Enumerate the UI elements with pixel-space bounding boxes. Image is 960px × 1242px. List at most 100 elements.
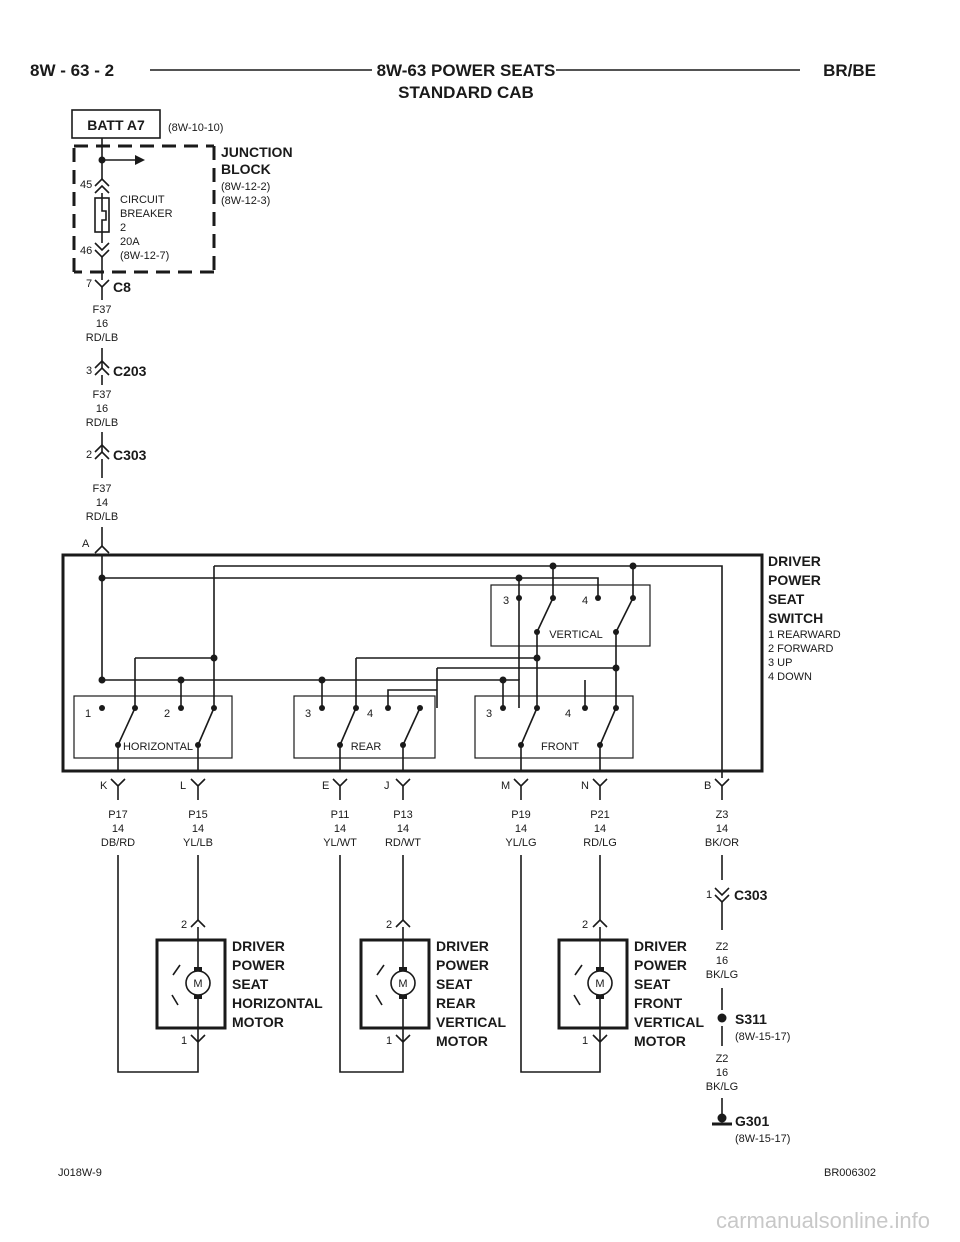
motor3-top-connector-icon — [592, 918, 608, 940]
pin-b-color: BK/OR — [705, 837, 739, 849]
batt-a7-ref: (8W-10-10) — [168, 122, 223, 134]
bus-dot — [210, 654, 218, 662]
motor2-symbol-icon — [390, 970, 416, 996]
page-title: 8W-63 POWER SEATS — [377, 61, 556, 80]
motor1-title-5: MOTOR — [232, 1014, 284, 1030]
pin-j-circuit: P13 — [393, 809, 413, 821]
output-pin-b: B Z3 14 BK/OR — [704, 778, 739, 849]
page-subtitle: STANDARD CAB — [398, 83, 534, 102]
wire-p11 — [339, 855, 404, 1073]
pin-46-connector-icon — [94, 242, 110, 259]
motor3-title-4: FRONT — [634, 995, 683, 1011]
motor2-rotation-arrow-icon — [375, 964, 385, 1006]
switch-legend-1: 1 REARWARD — [768, 629, 841, 641]
bus-b-wire — [214, 565, 723, 778]
contact-dot — [99, 705, 105, 711]
c8-connector-icon — [94, 279, 110, 289]
front-num-3: 3 — [486, 708, 492, 720]
pin-k-circuit: P17 — [108, 809, 128, 821]
ground-w2-circuit: Z2 — [716, 1053, 729, 1065]
wire3-color: RD/LB — [86, 511, 118, 523]
pin-j-color: RD/WT — [385, 837, 421, 849]
bus-dot — [318, 676, 326, 684]
bus-dot — [177, 676, 185, 684]
pin-a-connector-icon — [94, 544, 110, 554]
pin-b-connector-icon — [714, 778, 730, 800]
wire3-gauge: 14 — [96, 497, 108, 509]
motor2-title-6: MOTOR — [436, 1033, 488, 1049]
ground-w1-color: BK/LG — [706, 969, 738, 981]
horizontal-motor: 2 M 1 DRIVER POWER SEAT HORIZONTAL MOTOR — [155, 918, 323, 1047]
rear-num-3: 3 — [305, 708, 311, 720]
bus-dot — [515, 574, 523, 582]
c203-connector-icon — [94, 359, 110, 376]
contact-dot — [534, 629, 540, 635]
motor3-title-2: POWER — [634, 957, 687, 973]
junction-block-outline — [72, 144, 216, 274]
motor2-top-connector-icon — [395, 918, 411, 940]
motor3-title-5: VERTICAL — [634, 1014, 704, 1030]
contact-dot — [595, 595, 601, 601]
footer-right-code: BR006302 — [824, 1167, 876, 1179]
pin-k-gauge: 14 — [112, 823, 124, 835]
motor1-title-3: SEAT — [232, 976, 269, 992]
bus-dot — [98, 574, 106, 582]
pin-l-label: L — [180, 780, 186, 792]
model-code: BR/BE — [823, 61, 876, 80]
c303-pin: 2 — [86, 449, 92, 461]
ground-w1-gauge: 16 — [716, 955, 728, 967]
c8-pin: 7 — [86, 278, 92, 290]
motor3-title-3: SEAT — [634, 976, 671, 992]
motor3-title-1: DRIVER — [634, 938, 687, 954]
contact-dot — [516, 595, 522, 601]
ground-w2-color: BK/LG — [706, 1081, 738, 1093]
driver-power-seat-switch — [61, 553, 764, 773]
pin-b-label: B — [704, 780, 711, 792]
front-vertical-motor: 2 M 1 DRIVER POWER SEAT FRONT VERTICAL M… — [557, 918, 704, 1049]
pin-b-gauge: 14 — [716, 823, 728, 835]
vertical-num-4: 4 — [582, 595, 588, 607]
motor2-title-5: VERTICAL — [436, 1014, 506, 1030]
ground-w1-circuit: Z2 — [716, 941, 729, 953]
motor1-pin-bottom: 1 — [181, 1035, 187, 1047]
pin-b-circuit: Z3 — [716, 809, 729, 821]
front-num-4: 4 — [565, 708, 571, 720]
motor3-pin-bottom: 1 — [582, 1035, 588, 1047]
motor1-rotation-arrow-icon — [171, 964, 181, 1006]
vertical-contact-arm — [615, 597, 634, 633]
pin-m-label: M — [501, 780, 510, 792]
switch-title-2: POWER — [768, 572, 821, 588]
motor2-symbol: M — [398, 978, 407, 990]
vertical-contact-arm — [536, 597, 554, 633]
pin-j-gauge: 14 — [397, 823, 409, 835]
motor1-title-1: DRIVER — [232, 938, 285, 954]
pin-n-connector-icon — [592, 778, 608, 800]
pin-m-color: YL/LG — [505, 837, 536, 849]
wire1-circuit: F37 — [93, 304, 112, 316]
rear-vertical-motor: 2 M 1 DRIVER POWER SEAT REAR VERTICAL MO… — [359, 918, 506, 1049]
g301-ground-icon — [717, 1113, 727, 1123]
bus-dot — [629, 562, 637, 570]
output-pin-j: J P13 14 RD/WT — [384, 778, 421, 849]
horizontal-contact-arm — [197, 707, 215, 746]
pin-j-connector-icon — [395, 778, 411, 800]
c303-connector-icon — [94, 443, 110, 460]
motor1-symbol: M — [193, 978, 202, 990]
output-pin-n: N P21 14 RD/LG — [581, 778, 617, 849]
c303-label: C303 — [113, 447, 147, 463]
pin-46-label: 46 — [80, 245, 92, 257]
motor3-pin-top: 2 — [582, 919, 588, 931]
motor3-housing — [557, 938, 629, 1030]
output-pin-k: K P17 14 DB/RD — [100, 778, 135, 849]
batt-a7-box — [71, 109, 161, 139]
output-drops — [117, 745, 601, 772]
switch-legend-4: 4 DOWN — [768, 671, 812, 683]
common-power-bus — [102, 679, 520, 708]
motor2-title-4: REAR — [436, 995, 476, 1011]
s311-label: S311 — [735, 1011, 767, 1027]
rear-contact-arm — [402, 707, 421, 746]
pin-l-color: YL/LB — [183, 837, 213, 849]
vertical-section-label: VERTICAL — [549, 629, 603, 641]
pin-45-label: 45 — [80, 179, 92, 191]
